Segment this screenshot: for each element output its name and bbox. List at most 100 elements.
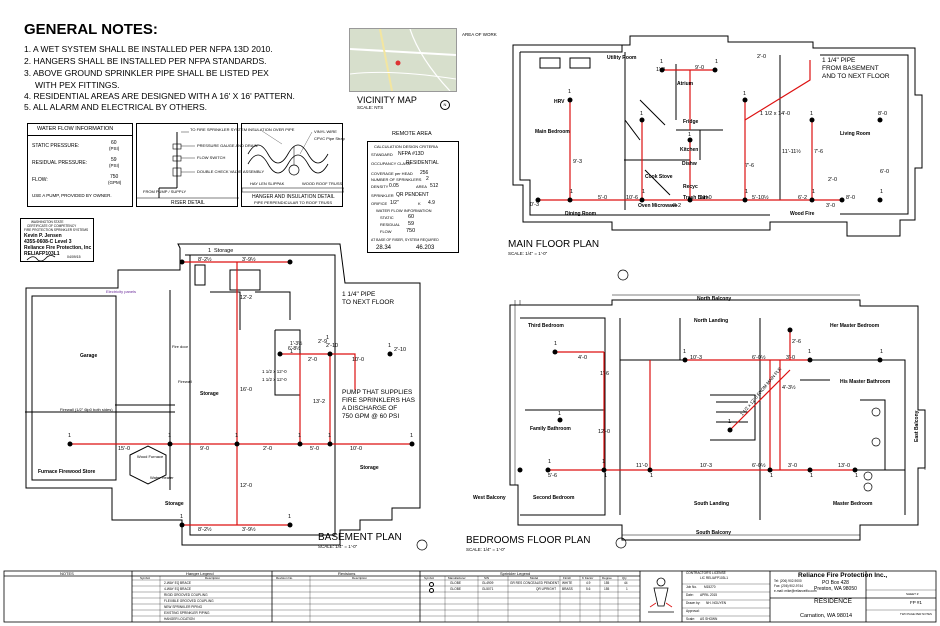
room-wood-fire: Wood Fire: [790, 211, 815, 217]
certificate-license: RELIAFP103L1: [24, 251, 60, 257]
main-dim: 1: [660, 59, 664, 65]
room-trash: Trash Bam: [683, 195, 709, 201]
general-note-5: 5. ALL ALARM AND ELECTRICAL BY OTHERS.: [24, 102, 207, 112]
approval-label: Approval:: [686, 609, 700, 613]
bedroom-dim: 1: [880, 349, 884, 355]
sprinkler-cell: GL4909: [482, 581, 494, 585]
main-dim: 8'-0: [846, 195, 855, 201]
legend-row: HANGER LOCATION: [164, 617, 195, 621]
main-dim: 6'-2: [798, 195, 807, 201]
sprinkler-legend-title: Sprinkler Legend: [500, 571, 531, 576]
main-dim: 1 1/2 x 14'-0: [760, 111, 791, 117]
room-south-landing: South Landing: [694, 501, 729, 507]
criteria-sprinklers-label: NUMBER OF SPRINKLERS: [371, 177, 422, 182]
bedroom-dim: 1: [554, 341, 558, 347]
criteria-occupancy-label: OCCUPANCY CLASS: [371, 161, 411, 166]
sprinkler-cell: 1: [626, 587, 628, 591]
supply-static-label: STATIC: [380, 215, 394, 220]
criteria-orifice-label: ORIFICE: [371, 201, 388, 206]
base-of-riser-label: AT BASE OF RISER, SYSTEM REQUIRED: [371, 238, 439, 242]
hanger-label-wire: VINYL WIRE: [314, 129, 337, 134]
criteria-coverage-label: COVERAGE per HEAD: [371, 171, 413, 176]
sprinkler-header: Model: [530, 576, 539, 580]
criteria-density-label: DENSITY: [371, 184, 389, 189]
main-dim: 8'-0: [878, 111, 887, 117]
bedroom-dim: 4'-3½: [782, 385, 796, 391]
bedroom-dim: 13'-0: [838, 463, 851, 469]
bedroom-dim: 1'-6: [600, 371, 609, 377]
main-dim: 4'-2: [672, 203, 681, 209]
hanger-label-strap: CPVC Pipe Strap: [314, 136, 345, 141]
sprinkler-cell: 44: [624, 581, 628, 585]
basement-dim: 2'-0: [308, 357, 317, 363]
criteria-sprinkler-value: QR PENDENT: [396, 192, 429, 198]
criteria-standard-value: NFPA #13D: [398, 151, 425, 157]
room-main-bedroom: Main Bedroom: [535, 129, 570, 135]
sprinkler-cell: GLOBE: [450, 587, 461, 591]
main-dim: 1: [880, 189, 884, 195]
supply-title: WATER FLOW INFORMATION: [376, 208, 432, 213]
basement-dim: 1: [410, 433, 414, 439]
static-pressure-label: STATIC PRESSURE:: [32, 143, 80, 149]
sheet-label: SHEET #: [906, 592, 919, 596]
flow-label: FLOW:: [32, 177, 48, 183]
bedroom-dim: 4'-0: [578, 355, 587, 361]
room-utility: Utility Room: [607, 55, 637, 61]
basement-dim: 1: [68, 433, 72, 439]
sprinkler-header: Symbol: [424, 576, 435, 580]
hanger-legend-title: Hanger Legend: [186, 571, 214, 576]
room-dining: Dining Room: [565, 211, 597, 217]
sprinkler-logo-icon: [648, 577, 674, 613]
supply-residual-value: 59: [408, 221, 415, 227]
sprinkler-cell: BRASS: [562, 587, 573, 591]
legend-row: RIGID GROOVED COUPLING: [164, 593, 208, 597]
general-note-1: 1. A WET SYSTEM SHALL BE INSTALLED PER N…: [24, 44, 273, 54]
sprinkler-cell: GL5071: [482, 587, 494, 591]
hanger-detail-title: HANGER AND INSULATION DETAIL: [252, 194, 335, 200]
main-dim: 7'-6: [745, 163, 754, 169]
date-label: Date:: [686, 593, 694, 597]
supply-flow-value: 750: [406, 228, 416, 234]
room-wood-furnace: Wood Furnace: [137, 454, 164, 459]
fire-door-label: Fire door: [172, 344, 189, 349]
basement-dim: 2'-10: [326, 343, 339, 349]
basement-dim: 2'-0: [263, 446, 272, 452]
criteria-area-value: 512: [430, 183, 439, 189]
criteria-sprinklers-value: 2: [426, 176, 429, 182]
sprinkler-cell: GLOBE: [450, 581, 461, 585]
revisions-description-header: Description: [352, 576, 368, 580]
scale-value: AS SHOWN: [700, 617, 718, 621]
criteria-orifice-value: 1/2": [390, 200, 399, 206]
basement-dim: 1: [388, 343, 392, 349]
certificate-level: 4355-0608-C Level 3: [24, 239, 72, 245]
criteria-occupancy-value: RESIDENTIAL: [406, 160, 439, 166]
riser-detail-box: TO FIRE SPRINKLER SYSTEM PRESSURE GAUGE …: [136, 123, 264, 207]
water-flow-box: WATER FLOW INFORMATION STATIC PRESSURE: …: [27, 123, 133, 207]
basement-plan-title: BASEMENT PLAN: [318, 532, 402, 543]
drawn-by-value: NH. NGUYEN: [706, 601, 727, 605]
contact-tel: Tel: (206) 902-9000: [774, 579, 802, 583]
certificate-date: 04/09/15: [67, 255, 81, 259]
room-third-bedroom: Third Bedroom: [528, 323, 564, 329]
certificate-heading: CERTIFICATE OF COMPETENCY: [27, 224, 77, 228]
pump-note-1: PUMP THAT SUPPLIES: [342, 389, 413, 396]
bedroom-dim: 1: [728, 419, 732, 425]
room-his-master-bathroom: His Master Bathroom: [840, 379, 891, 385]
basement-plan-scale: SCALE: 1/4" = 1'-0": [318, 544, 358, 549]
general-note-2: 2. HANGERS SHALL BE INSTALLED PER NFPA S…: [24, 56, 267, 66]
legend-row: EXISTING SPRINKLER PIPING: [164, 611, 210, 615]
bedroom-dim: 2'-6: [792, 339, 801, 345]
room-oven: Oven Microwave: [638, 203, 678, 209]
main-floor-plan-title: MAIN FLOOR PLAN: [508, 239, 600, 250]
basement-dim: 1 1/2 x 12'-0: [262, 377, 287, 382]
basement-dim: 1: [288, 514, 292, 520]
main-dim: 1: [810, 111, 814, 117]
remote-area-box: CALCULATION DESIGN CRITERIA STANDARD NFP…: [367, 141, 459, 253]
basement-dim: 1: [235, 433, 239, 439]
sprinkler-cell: QR UPRIGHT: [536, 587, 557, 591]
main-dim: 2'-0: [828, 177, 837, 183]
main-dim: 1: [642, 189, 646, 195]
bedroom-dim: 1: [770, 473, 774, 479]
main-dim: 11'-11½: [782, 149, 801, 155]
